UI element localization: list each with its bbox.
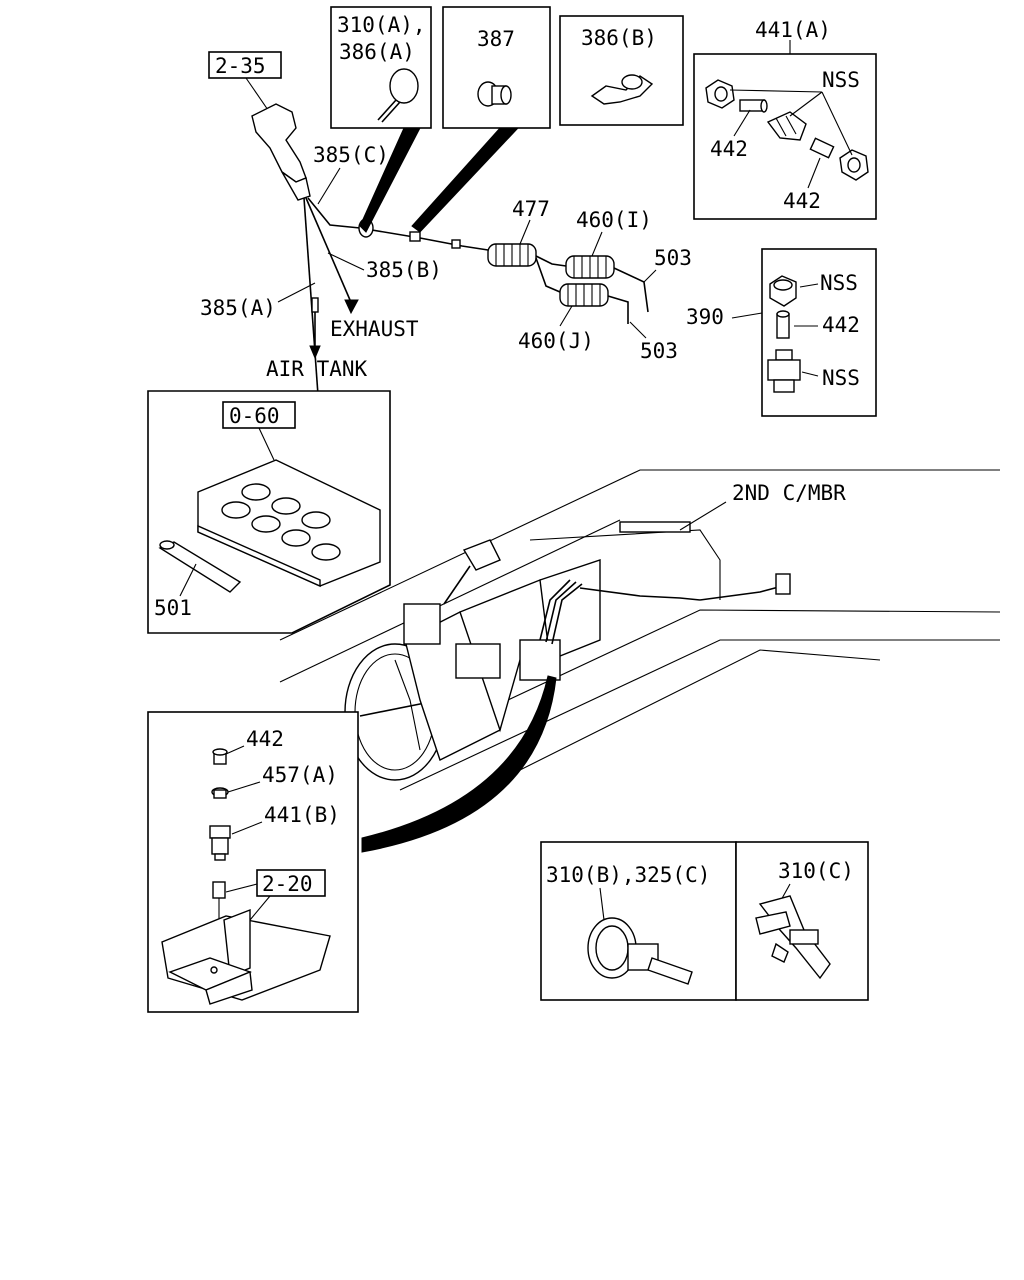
- sleeve-442-left-icon: [739, 99, 768, 113]
- sleeve-442-390-icon: [776, 310, 790, 339]
- hose-clamp-band-icon: [587, 917, 693, 985]
- callout-460-j: 460(J): [518, 329, 594, 353]
- air-tank-label: AIR TANK: [266, 357, 368, 381]
- callout-442-lower: 442: [246, 727, 284, 751]
- ref-2-35-label: 2-35: [215, 54, 266, 78]
- insulator-plate-icon: [197, 459, 381, 588]
- callout-390: 390: [686, 305, 724, 329]
- nut-441a-left-icon: [705, 79, 735, 109]
- wedge-pointer-310a: [359, 127, 421, 233]
- callout-501: 501: [154, 596, 192, 620]
- reference-box-2-35: [208, 51, 282, 79]
- boot-460-j-icon: [559, 283, 609, 307]
- tube-501-icon: [158, 540, 242, 593]
- tie-band-clip-icon: [377, 68, 419, 123]
- detail-box-387: [442, 6, 551, 129]
- hose-385-a-line: [303, 197, 319, 396]
- union-390-icon: [767, 349, 801, 393]
- detail-box-386b: [559, 15, 684, 126]
- callout-310b-325c: 310(B),325(C): [546, 863, 710, 887]
- reference-box-0-60: [222, 401, 296, 429]
- hose-end-fitting: [311, 297, 319, 313]
- detail-box-310a-386a: [330, 6, 432, 129]
- callout-nss-390-bottom: NSS: [822, 366, 860, 390]
- reference-box-2-20: [256, 869, 326, 897]
- callout-442-390: 442: [822, 313, 860, 337]
- callout-442-441a-right: 442: [783, 189, 821, 213]
- label-2nd-c-mbr: 2ND C/MBR: [732, 481, 846, 505]
- detail-box-310b-325c: [540, 841, 737, 1001]
- callout-310a: 310(A),: [337, 13, 426, 37]
- callout-386a: 386(A): [339, 40, 415, 64]
- connector-441a-icon: [766, 111, 807, 141]
- clamp-387-on-hose: [409, 231, 421, 242]
- nut-441a-right-icon: [839, 149, 869, 181]
- nut-390-icon: [769, 275, 797, 307]
- callout-503-top: 503: [654, 246, 692, 270]
- callout-457a: 457(A): [262, 763, 338, 787]
- callout-441a: 441(A): [755, 18, 831, 42]
- sleeve-442-right-icon: [809, 137, 835, 159]
- transmission-assembly: [279, 469, 1001, 791]
- callout-386b: 386(B): [581, 26, 657, 50]
- mounting-bracket-icon: [161, 908, 331, 1005]
- shift-lever-knob: [251, 103, 311, 201]
- callout-441b: 441(B): [264, 803, 340, 827]
- curved-pointer-lower-box: [361, 675, 557, 853]
- clip-386b-icon: [590, 74, 654, 105]
- cable-clip-310c-icon: [755, 895, 831, 980]
- switch-441b-icon: [209, 825, 231, 861]
- callout-nss-390-top: NSS: [820, 271, 858, 295]
- callout-477: 477: [512, 197, 550, 221]
- boot-460-i-icon: [565, 255, 615, 279]
- plug-442-icon: [212, 748, 228, 765]
- exhaust-arrow: [344, 299, 359, 315]
- hose-385-c-line: [307, 197, 489, 251]
- callout-nss-441a: NSS: [822, 68, 860, 92]
- callout-387: 387: [477, 27, 515, 51]
- grommet-387-icon: [477, 81, 512, 107]
- callout-385-c: 385(C): [313, 143, 389, 167]
- boot-477-icon: [487, 243, 537, 267]
- callout-385-b: 385(B): [366, 258, 442, 282]
- joint-fitting: [451, 239, 461, 249]
- wedge-pointer-387: [411, 127, 520, 233]
- washer-457a-icon: [211, 787, 229, 799]
- callout-310c: 310(C): [778, 859, 854, 883]
- callout-385-a: 385(A): [200, 296, 276, 320]
- callout-460-i: 460(I): [576, 208, 652, 232]
- hose-385-b-line: [305, 197, 351, 301]
- ref-0-60-label: 0-60: [229, 404, 280, 428]
- exhaust-label: EXHAUST: [330, 317, 419, 341]
- callout-442-441a-left: 442: [710, 137, 748, 161]
- ref-2-20-label: 2-20: [262, 872, 313, 896]
- callout-503-bottom: 503: [640, 339, 678, 363]
